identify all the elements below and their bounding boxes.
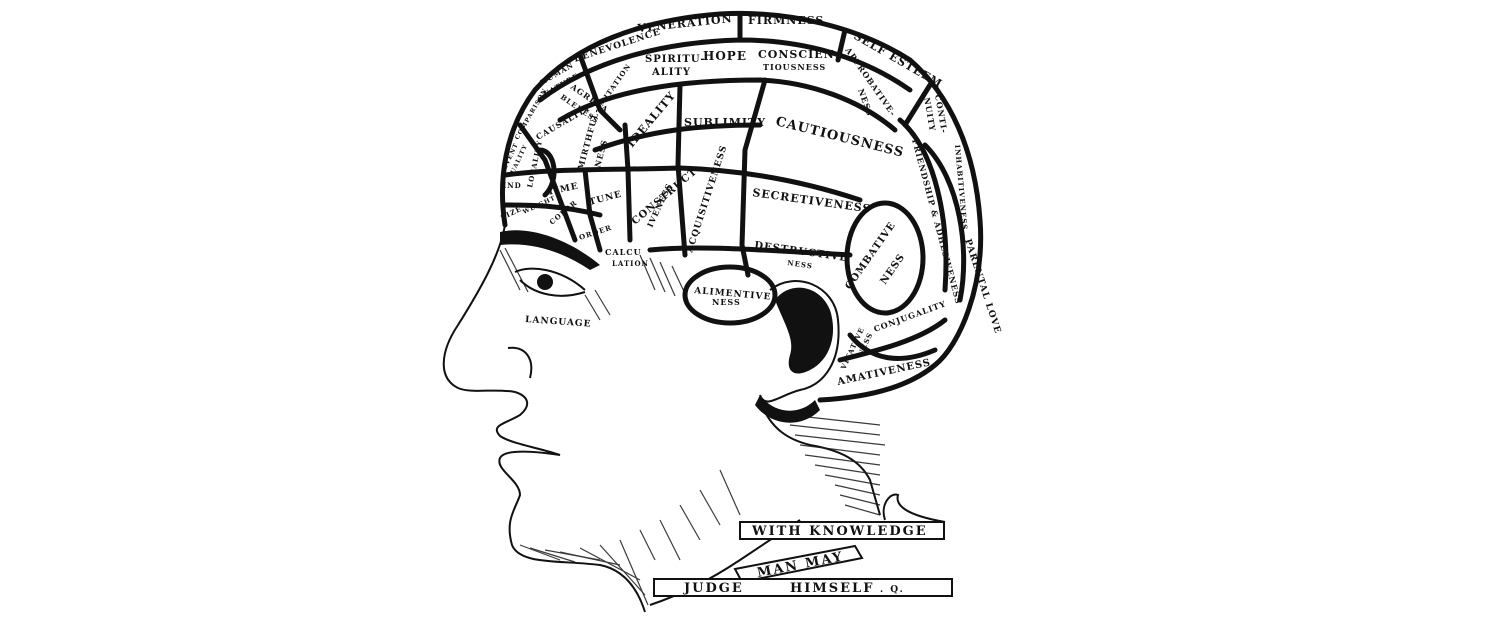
banner-signature: . Q. — [880, 585, 905, 595]
label-spirituality-1: SPIRITU- — [645, 54, 706, 65]
label-acquisitiveness: ACQUISITIVENESS — [685, 144, 730, 255]
banner-line-2: MAN MAY — [756, 549, 845, 581]
banner-line-1: WITH KNOWLEDGE — [751, 524, 928, 539]
skull-outline — [500, 10, 984, 403]
label-conscientiousness-1: CONSCIEN- — [758, 48, 840, 61]
eye — [499, 230, 689, 321]
label-tune: TUNE — [588, 190, 623, 208]
motto-banners: WITH KNOWLEDGE MAN MAY JUDGE HIMSELF . Q… — [653, 493, 953, 597]
label-calculation-2: LATION — [612, 259, 649, 268]
label-calculation-1: CALCU — [605, 247, 642, 257]
ear — [755, 280, 840, 423]
label-destructiveness-2: NESS — [787, 258, 814, 270]
label-ideality: IDEALITY — [624, 89, 678, 150]
label-mirthfulness-2: NESS — [592, 138, 609, 168]
label-firmness: FIRMNESS — [748, 14, 824, 27]
label-sublimity: SUBLIMITY — [684, 116, 766, 129]
label-hope: HOPE — [703, 49, 747, 63]
label-conscientiousness-2: TIOUSNESS — [763, 62, 826, 72]
banner-line-3b: HIMSELF — [790, 581, 874, 596]
region-dividers — [502, 11, 967, 363]
face-profile — [442, 224, 886, 613]
label-alimentiveness-2: NESS — [712, 297, 741, 307]
label-spirituality-2: ALITY — [651, 67, 691, 78]
label-individuality: IND — [503, 181, 522, 190]
banner-man-may — [733, 544, 864, 584]
banner-with-knowledge — [739, 521, 945, 540]
banner-line-3a: JUDGE — [683, 581, 744, 596]
label-language: LANGUAGE — [525, 315, 592, 330]
banner-judge-himself — [653, 578, 953, 597]
label-combativeness-2: NESS — [878, 252, 907, 287]
label-secretiveness: SECRETIVENESS — [752, 186, 873, 216]
